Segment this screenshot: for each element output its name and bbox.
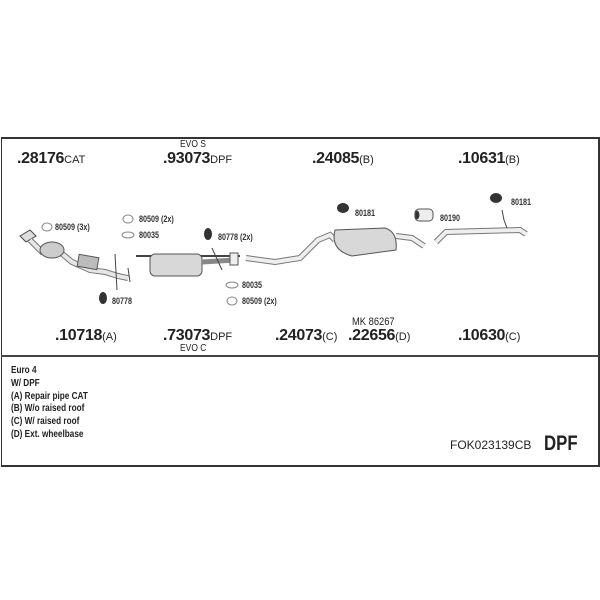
part-22656[interactable]: .22656(D)	[348, 327, 410, 345]
part-24073[interactable]: .24073(C)	[275, 327, 337, 345]
part-number: .24085	[312, 150, 360, 167]
set-type: DPF	[544, 432, 578, 455]
part-suffix: (D)	[395, 331, 411, 343]
part-93073[interactable]: .93073DPF	[163, 150, 232, 168]
part-suffix: CAT	[64, 154, 86, 166]
fitting-label[interactable]: 80035	[139, 230, 160, 240]
part-suffix: (C)	[505, 331, 521, 343]
part-number: .93073	[163, 150, 211, 167]
part-24085[interactable]: .24085(B)	[312, 150, 374, 168]
catalyst-front-pipe-drawing	[19, 229, 131, 291]
legend-item: W/ DPF	[11, 377, 40, 389]
gasket-icons	[41, 214, 239, 306]
rubber-hanger-icons	[99, 193, 502, 304]
part-note: EVO C	[180, 343, 207, 354]
part-10718[interactable]: .10718(A)	[55, 327, 117, 345]
fitting-label[interactable]: 80181	[511, 197, 532, 207]
legend-item: (B) W/o raised roof	[11, 403, 85, 415]
part-suffix: (B)	[505, 154, 520, 166]
tail-pipe-drawing	[433, 209, 528, 245]
part-number: .10630	[458, 327, 506, 344]
legend-item: (A) Repair pipe CAT	[11, 390, 88, 402]
part-note: EVO S	[180, 139, 206, 150]
part-suffix: (B)	[359, 154, 374, 166]
part-number: .24073	[275, 327, 323, 344]
fitting-label[interactable]: 80778 (2x)	[218, 232, 253, 242]
fitting-label[interactable]: 80181	[355, 208, 376, 218]
legend-item: Euro 4	[11, 365, 37, 376]
part-10630[interactable]: .10630(C)	[458, 327, 520, 345]
fitting-label[interactable]: 80509 (3x)	[55, 222, 90, 232]
part-number: .28176	[17, 150, 65, 167]
clamp-icon	[414, 208, 434, 222]
fitting-label[interactable]: 80778	[112, 296, 133, 306]
part-number: .73073	[163, 327, 211, 344]
part-note: MK 86267	[352, 316, 395, 328]
part-10631[interactable]: .10631(B)	[458, 150, 520, 168]
part-number: .10718	[55, 327, 103, 344]
part-28176[interactable]: .28176CAT	[17, 150, 85, 168]
fitting-label[interactable]: 80190	[440, 213, 461, 223]
dpf-drawing	[136, 247, 240, 277]
part-number: .10631	[458, 150, 506, 167]
part-suffix: DPF	[210, 331, 233, 343]
middle-rear-silencer-drawing	[245, 227, 426, 266]
part-number: .22656	[348, 327, 396, 344]
diagram-frame	[1, 137, 600, 467]
part-suffix: DPF	[210, 154, 233, 166]
fitting-label[interactable]: 80509 (2x)	[242, 296, 277, 306]
legend-item: (C) W/ raised roof	[11, 416, 80, 428]
set-code: FOK023139CB	[450, 438, 532, 452]
legend: Euro 4 W/ DPF (A) Repair pipe CAT (B) W/…	[11, 365, 88, 442]
legend-item: (D) Ext. wheelbase	[11, 428, 84, 440]
divider	[1, 355, 599, 357]
part-suffix: (A)	[102, 331, 117, 343]
part-73073[interactable]: .73073DPF	[163, 327, 232, 345]
fitting-label[interactable]: 80035	[242, 280, 263, 290]
fitting-label[interactable]: 80509 (2x)	[139, 214, 174, 224]
part-suffix: (C)	[322, 331, 338, 343]
